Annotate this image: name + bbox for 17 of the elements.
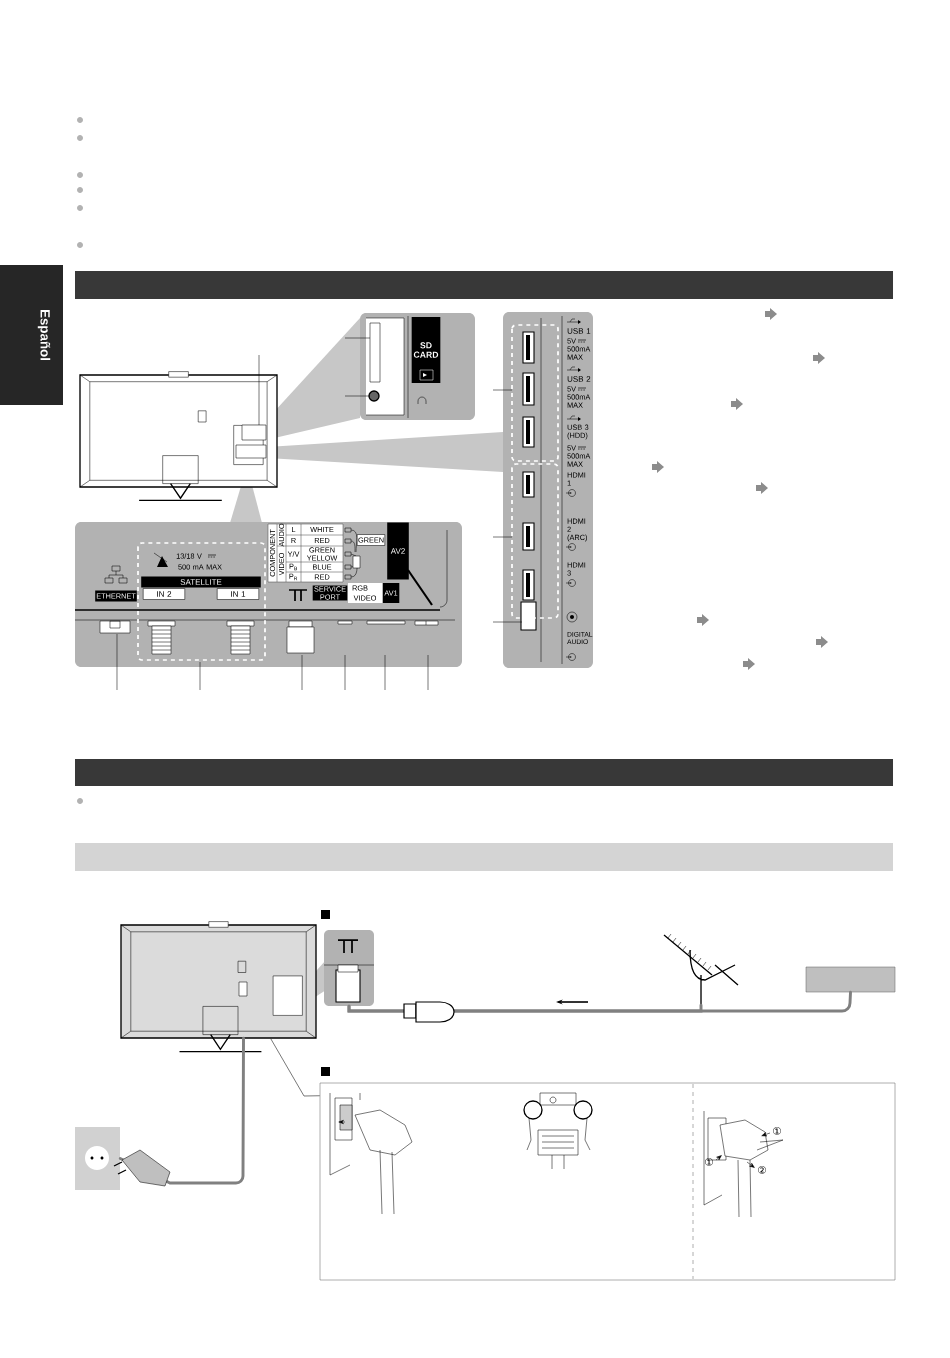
step-number: ① — [773, 1127, 781, 1135]
step-number: ① — [705, 1158, 713, 1166]
tv-rear-drawing — [120, 921, 326, 1053]
leader-line — [270, 1037, 321, 1097]
port-label: IN 2 — [142, 588, 186, 600]
port-tag: AV2 — [387, 522, 409, 580]
wall-socket-drawing — [75, 1127, 120, 1190]
antenna-drawing — [663, 933, 739, 1006]
step-number: ② — [758, 1166, 766, 1174]
device-box — [805, 966, 896, 993]
instruction-panel — [319, 1082, 896, 1281]
port-label: IN 1 — [216, 588, 260, 600]
port-label: USB 1 — [567, 328, 591, 334]
port-tag: SATELLITE — [141, 576, 261, 588]
port-label: USB 2 — [567, 376, 591, 382]
language-tab: Español — [0, 265, 63, 405]
antenna-terminal-drawing — [323, 930, 375, 1006]
